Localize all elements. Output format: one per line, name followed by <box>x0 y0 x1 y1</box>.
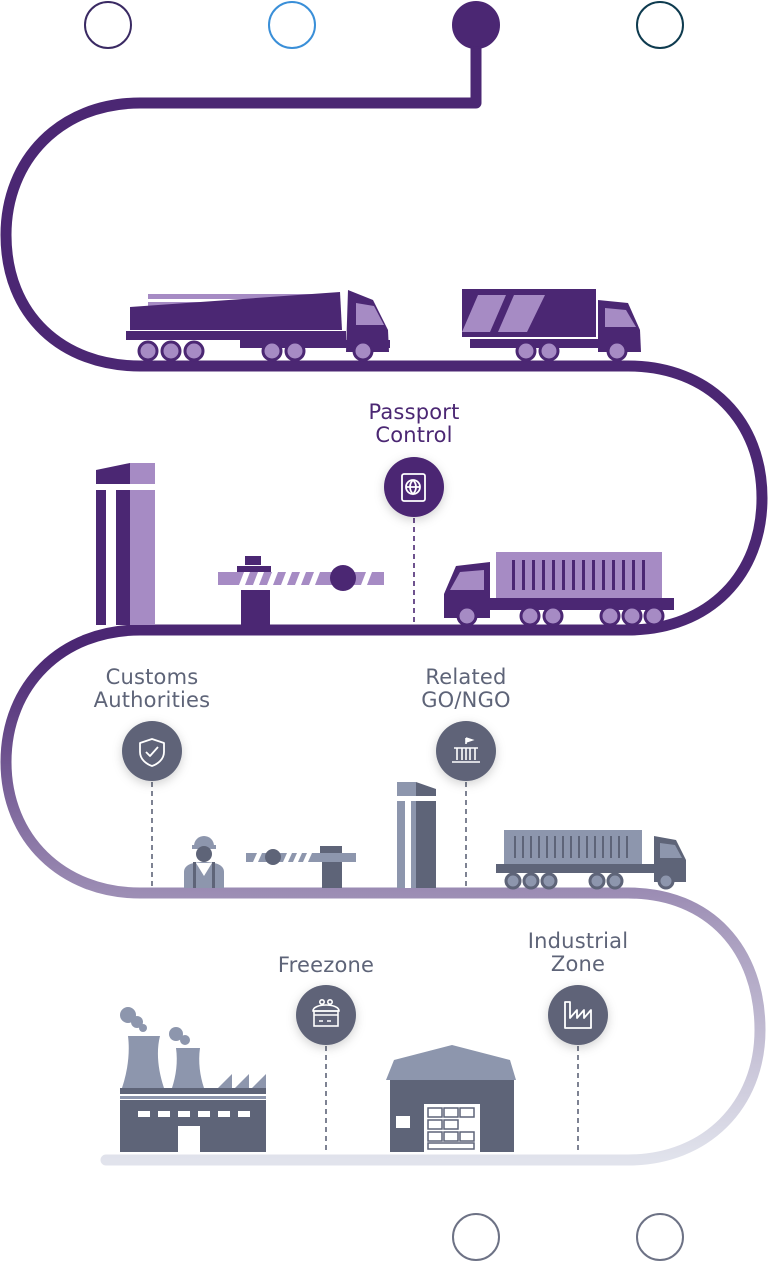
warehouse <box>386 1045 516 1152</box>
related-label-line1: Related <box>425 665 507 689</box>
industrial-label-line2: Zone <box>550 952 606 976</box>
border-gate-tower <box>96 463 155 625</box>
nav-dot-6[interactable] <box>636 1213 684 1261</box>
passport-icon <box>401 473 426 502</box>
passport-label-line1: Passport <box>368 400 460 424</box>
industrial-label-line1: Industrial <box>527 929 629 953</box>
industrial-zone-marker[interactable] <box>548 985 608 1045</box>
checkpoint-tower <box>397 782 436 888</box>
nav-dot-2[interactable] <box>268 1 316 49</box>
shield-check-icon <box>139 738 165 767</box>
freezone-label-line1: Freezone <box>277 953 375 977</box>
storefront-icon <box>312 998 340 1027</box>
customs-officer <box>184 836 224 888</box>
power-plant-factory <box>120 1007 266 1152</box>
government-building-icon <box>452 737 480 763</box>
barrier-gate-small <box>246 846 356 888</box>
tanker-truck <box>126 290 390 362</box>
barrier-gate <box>218 556 384 626</box>
related-label-line2: GO/NGO <box>421 688 511 712</box>
industrial-zone-label: Industrial Zone <box>498 930 658 976</box>
box-truck <box>462 289 641 362</box>
nav-dot-1[interactable] <box>84 1 132 49</box>
nav-dot-3-active[interactable] <box>452 1 500 49</box>
container-truck-purple <box>444 552 674 627</box>
nav-dot-4[interactable] <box>636 1 684 49</box>
customs-label-line1: Customs <box>105 665 199 689</box>
related-go-ngo-label: Related GO/NGO <box>376 666 556 712</box>
journey-road <box>0 19 768 1166</box>
freezone-label: Freezone <box>246 954 406 977</box>
factory-chart-icon <box>564 1001 592 1029</box>
passport-control-label: Passport Control <box>334 401 494 447</box>
customs-label-line2: Authorities <box>93 688 211 712</box>
customs-authorities-marker[interactable] <box>122 721 182 781</box>
container-truck-slate <box>496 830 686 890</box>
nav-dot-5[interactable] <box>452 1213 500 1261</box>
customs-authorities-label: Customs Authorities <box>62 666 242 712</box>
passport-label-line2: Control <box>375 423 453 447</box>
